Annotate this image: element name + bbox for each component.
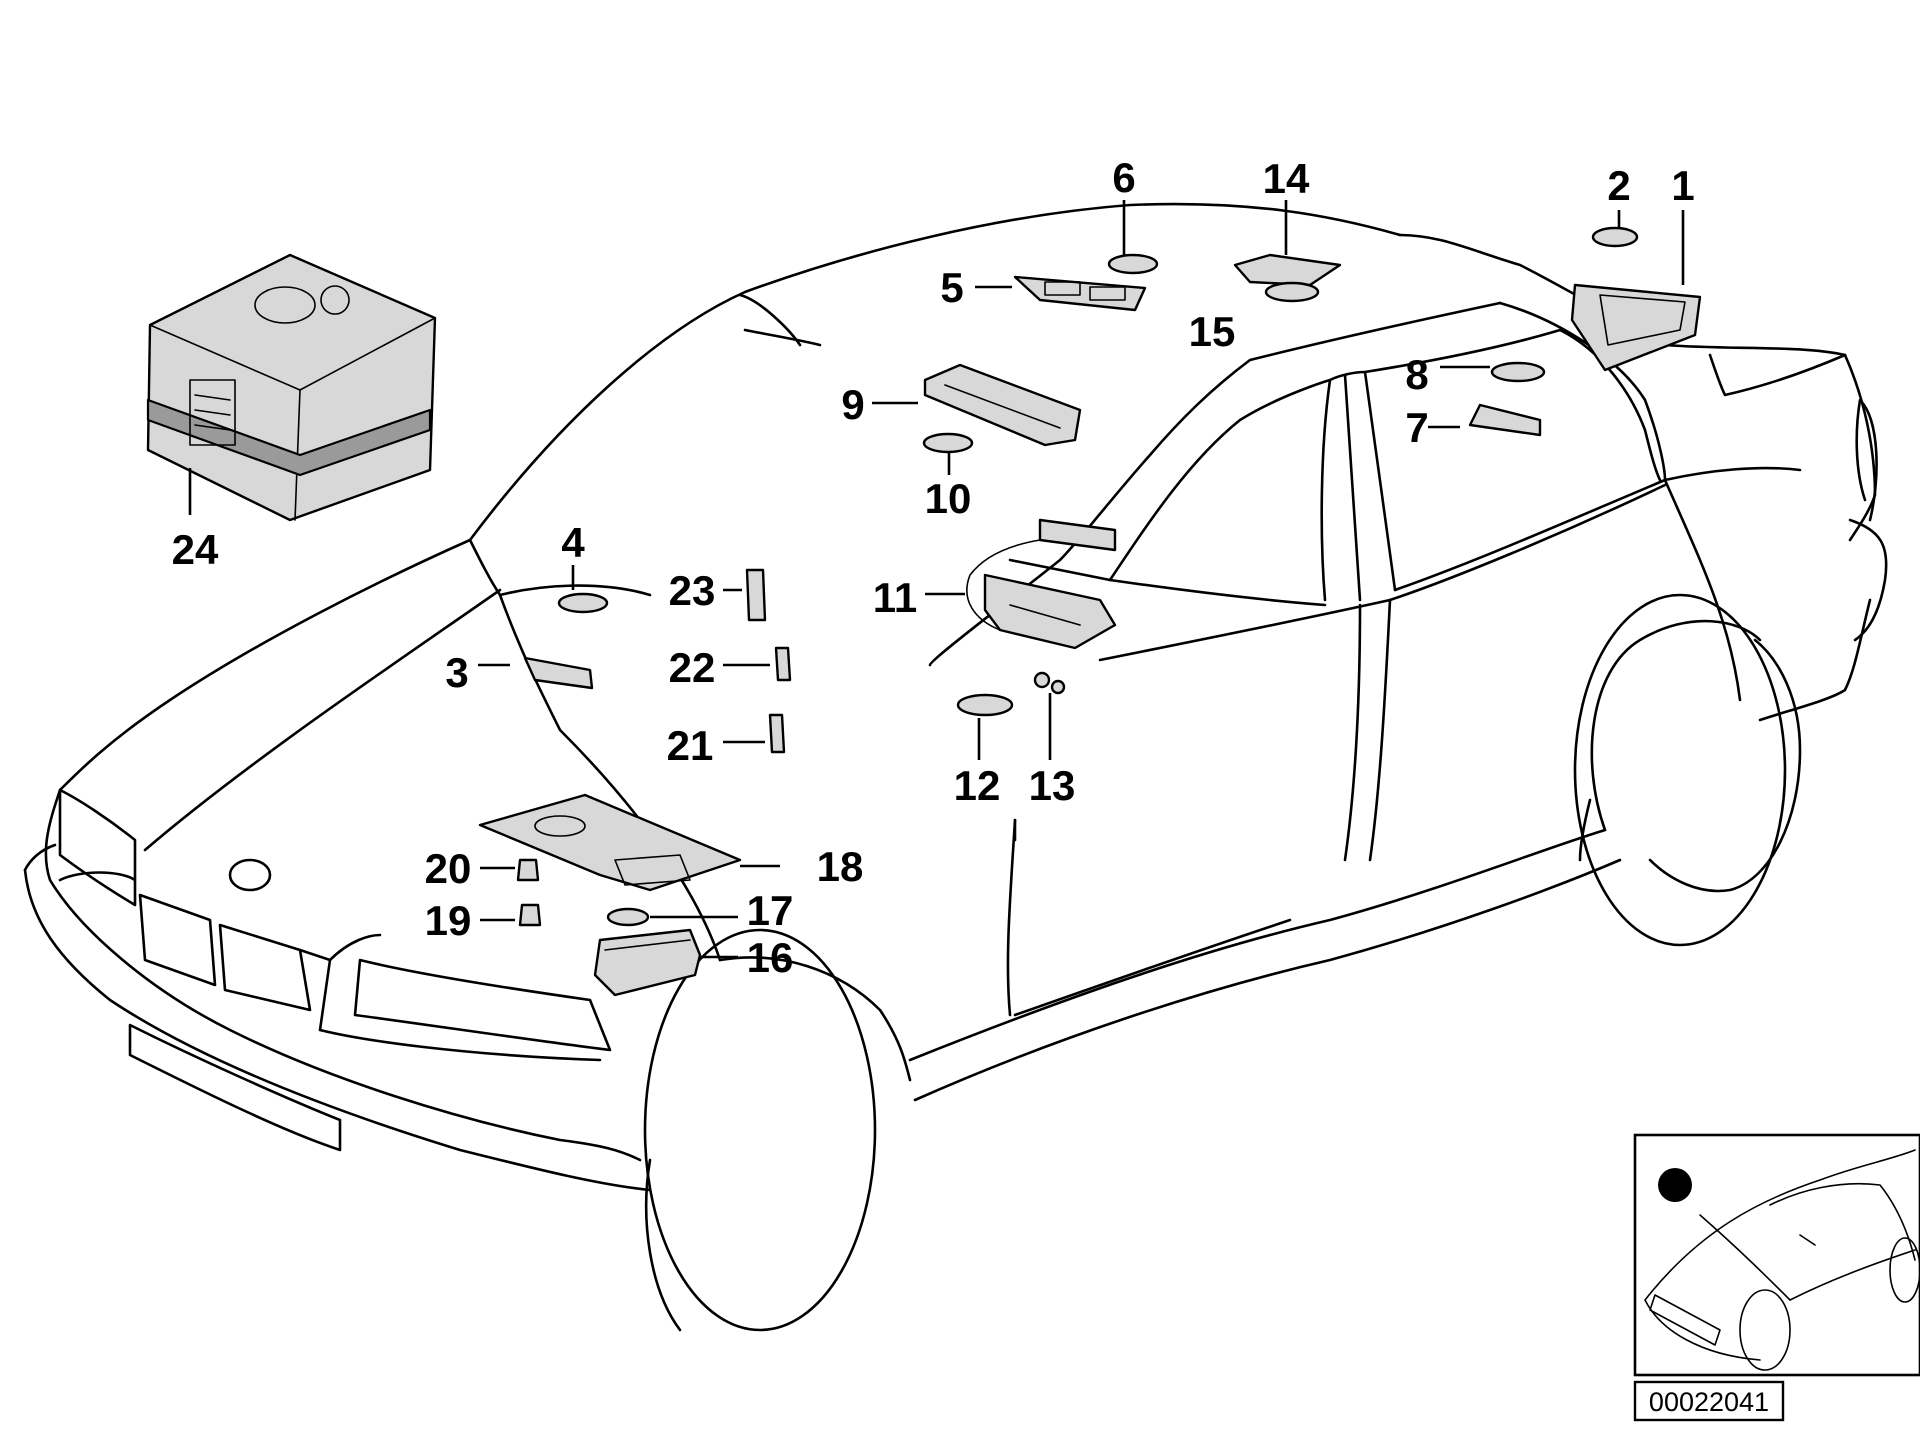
part-2-bulb [1591,226,1639,248]
callout-24: 24 [172,526,219,573]
leader-lines [188,200,1685,959]
reference-box: 00022041 [1633,1380,1785,1422]
callout-16: 16 [747,934,794,981]
part-11-switch-panel [966,518,1117,650]
callout-18: 18 [817,843,864,890]
callout-4: 4 [561,519,585,566]
part-21-bulb [768,713,786,754]
callout-3: 3 [445,649,468,696]
inset-thumbnail [1633,1133,1920,1377]
callout-23: 23 [669,567,716,614]
callout-2: 2 [1607,162,1630,209]
part-19-screw [518,903,542,927]
part-24-bulb-kit [146,253,437,522]
callout-19: 19 [425,897,472,944]
callout-14: 14 [1263,155,1310,202]
part-23-bulb [745,568,767,622]
callout-labels: 1 2 3 4 5 6 7 8 9 10 11 12 13 14 15 16 1… [172,154,1695,981]
part-10-bulb [922,432,974,454]
callout-1: 1 [1671,162,1694,209]
part-7-clip [1468,403,1542,437]
part-22-bulb [774,646,792,682]
part-15-bulb [1264,281,1320,303]
callout-21: 21 [667,722,714,769]
part-16-light [593,928,702,997]
callout-15: 15 [1189,308,1236,355]
part-12-bulb [956,693,1014,717]
callout-7: 7 [1405,404,1428,451]
part-14-lens [1233,253,1342,287]
callout-13: 13 [1029,762,1076,809]
part-9-center-light [923,363,1082,447]
callout-10: 10 [925,475,972,522]
callout-8: 8 [1405,351,1428,398]
location-dot-icon [1658,1168,1692,1202]
part-6-bulb [1107,253,1159,275]
part-20-rivet [516,858,540,882]
callout-5: 5 [940,264,963,311]
callout-20: 20 [425,845,472,892]
part-4-bulb [557,592,609,614]
callout-9: 9 [841,381,864,428]
part-1-rear-light [1570,283,1702,372]
callout-6: 6 [1112,154,1135,201]
part-13-bulb [1033,671,1066,695]
part-5-lens [1013,275,1147,312]
callout-17: 17 [747,887,794,934]
part-3-clip [523,656,594,690]
reference-number: 00022041 [1649,1387,1769,1417]
part-18-bracket [478,793,742,892]
part-8-bulb [1490,361,1546,383]
car-outline [23,202,1888,1332]
callout-22: 22 [669,644,716,691]
callout-11: 11 [873,574,917,621]
callout-12: 12 [954,762,1001,809]
part-17-bulb [606,907,650,927]
